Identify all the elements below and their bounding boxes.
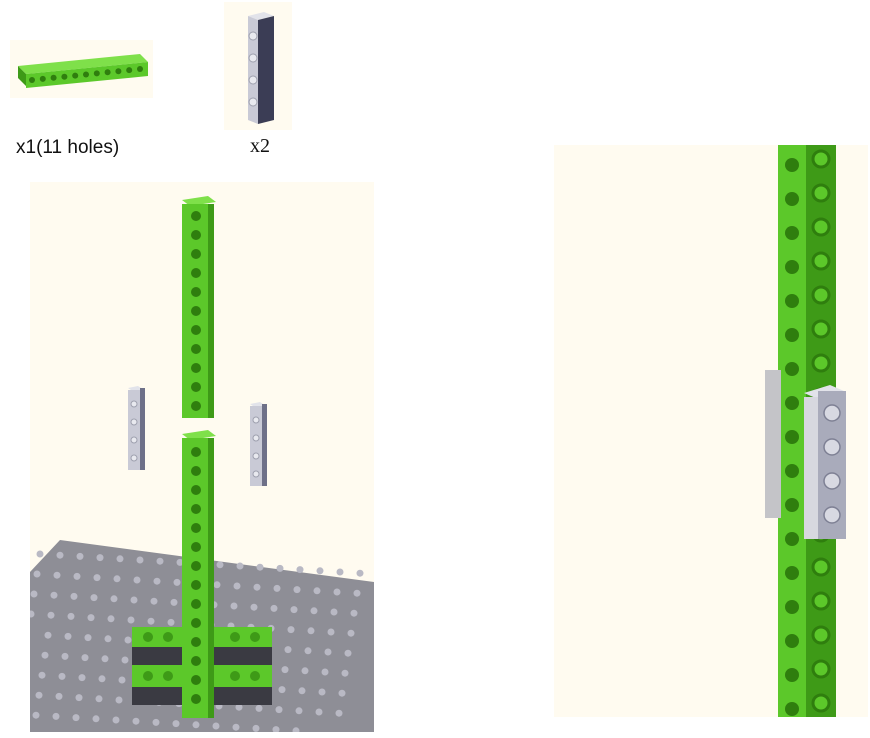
right-gray-plate <box>250 402 267 486</box>
exploded-assembly-view <box>30 182 374 732</box>
parts-beam-thumbnail <box>10 40 153 98</box>
assembly-diagram <box>30 196 374 732</box>
detail-back-plate <box>765 370 781 518</box>
lower-vertical-beam <box>182 430 216 718</box>
green-beam-icon <box>18 54 148 88</box>
detail-front-plate <box>804 385 846 539</box>
upper-vertical-beam <box>182 196 216 418</box>
beam-quantity-label: x1(11 holes) <box>16 137 120 158</box>
left-gray-plate <box>128 386 145 470</box>
parts-plate-thumbnail <box>224 2 292 130</box>
detail-diagram <box>765 145 846 717</box>
assembled-detail-view <box>554 145 868 717</box>
plate-quantity-label: x2 <box>250 135 270 157</box>
gray-plate-icon <box>248 12 274 124</box>
